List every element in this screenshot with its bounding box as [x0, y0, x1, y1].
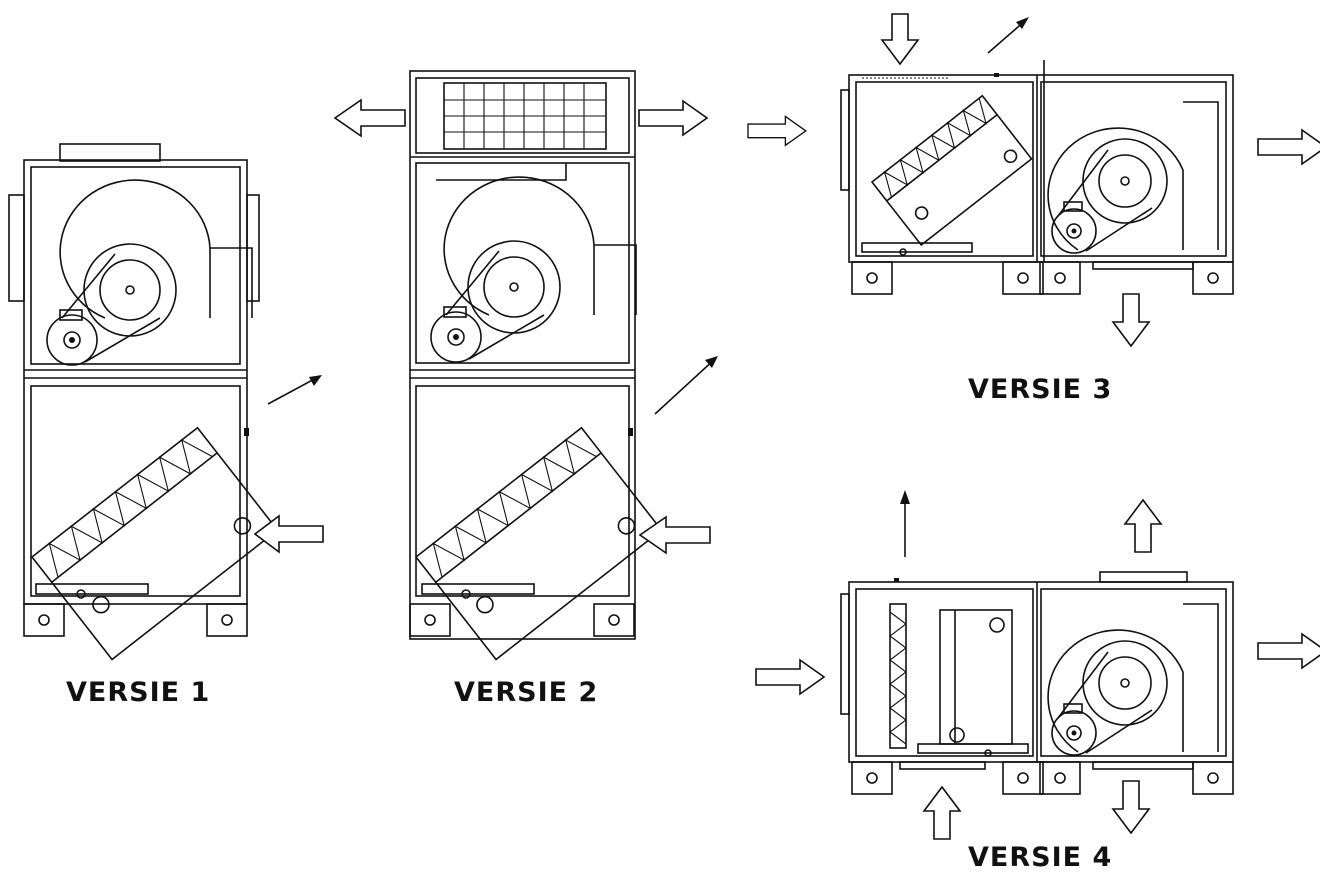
label-versie-3: VERSIE 3	[968, 374, 1113, 405]
label-versie-1: VERSIE 1	[66, 677, 211, 708]
unit-versie-3	[747, 13, 1320, 348]
label-versie-4: VERSIE 4	[968, 842, 1113, 873]
unit-versie-4	[755, 490, 1320, 840]
label-versie-2: VERSIE 2	[454, 677, 599, 708]
unit-versie-1	[8, 143, 324, 661]
unit-versie-2	[333, 70, 718, 661]
